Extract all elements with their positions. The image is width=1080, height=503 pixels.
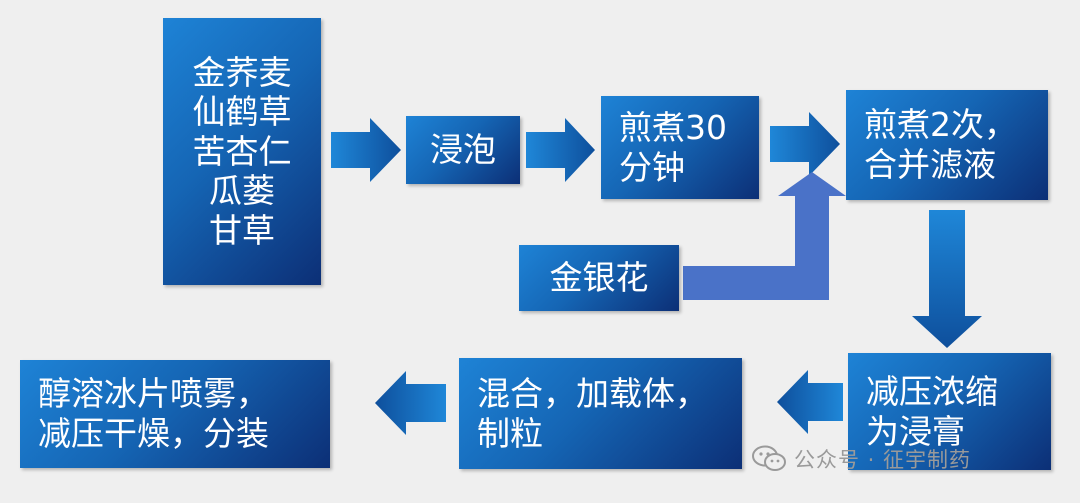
arrow-mix-to-final: [375, 371, 446, 435]
arrow-concentrate-to-mix: [777, 370, 843, 434]
arrow-honeysuckle-to-combine: [683, 172, 846, 300]
soak-box: 浸泡: [406, 116, 520, 184]
final-box: 醇溶冰片喷雾， 减压干燥，分装: [20, 360, 330, 468]
arrow-combine-to-concentrate: [912, 210, 982, 348]
herb-line-4: 瓜蒌: [209, 171, 275, 211]
mix-line-2: 制粒: [477, 413, 543, 453]
herb-line-3: 苦杏仁: [192, 131, 292, 171]
soak-label: 浸泡: [430, 130, 496, 170]
herbs-box: 金荞麦 仙鹤草 苦杏仁 瓜蒌 甘草: [163, 18, 321, 285]
arrow-soak-to-decoct: [526, 118, 595, 182]
watermark-text: 公众号 · 征宇制药: [794, 448, 972, 472]
decoct30-box: 煎煮30 分钟: [601, 96, 759, 199]
final-line-2: 减压干燥，分装: [38, 414, 269, 453]
herb-line-2: 仙鹤草: [192, 92, 292, 132]
honeysuckle-box: 金银花: [519, 245, 679, 311]
concentrate-box: 减压浓缩 为浸膏: [848, 353, 1051, 470]
decoct-twice-line-2: 合并滤液: [864, 145, 996, 184]
herb-line-1: 金荞麦: [192, 52, 292, 92]
mix-box: 混合，加载体， 制粒: [459, 358, 742, 469]
final-line-1: 醇溶冰片喷雾，: [38, 374, 269, 414]
mix-line-1: 混合，加载体，: [477, 373, 708, 413]
decoct-twice-line-1: 煎煮2次，: [864, 105, 1017, 145]
concentrate-line-2: 为浸膏: [866, 411, 965, 451]
wechat-icon: [752, 445, 786, 471]
herb-line-5: 甘草: [209, 210, 275, 250]
decoct30-line-1: 煎煮30: [619, 107, 727, 147]
watermark: 公众号 · 征宇制药: [752, 444, 971, 474]
honeysuckle-label: 金银花: [549, 258, 649, 298]
arrow-decoct-to-combine: [770, 112, 840, 176]
decoct-twice-box: 煎煮2次， 合并滤液: [846, 90, 1048, 200]
decoct30-line-2: 分钟: [619, 147, 685, 187]
concentrate-line-1: 减压浓缩: [866, 371, 998, 411]
arrow-herbs-to-soak: [331, 118, 401, 182]
